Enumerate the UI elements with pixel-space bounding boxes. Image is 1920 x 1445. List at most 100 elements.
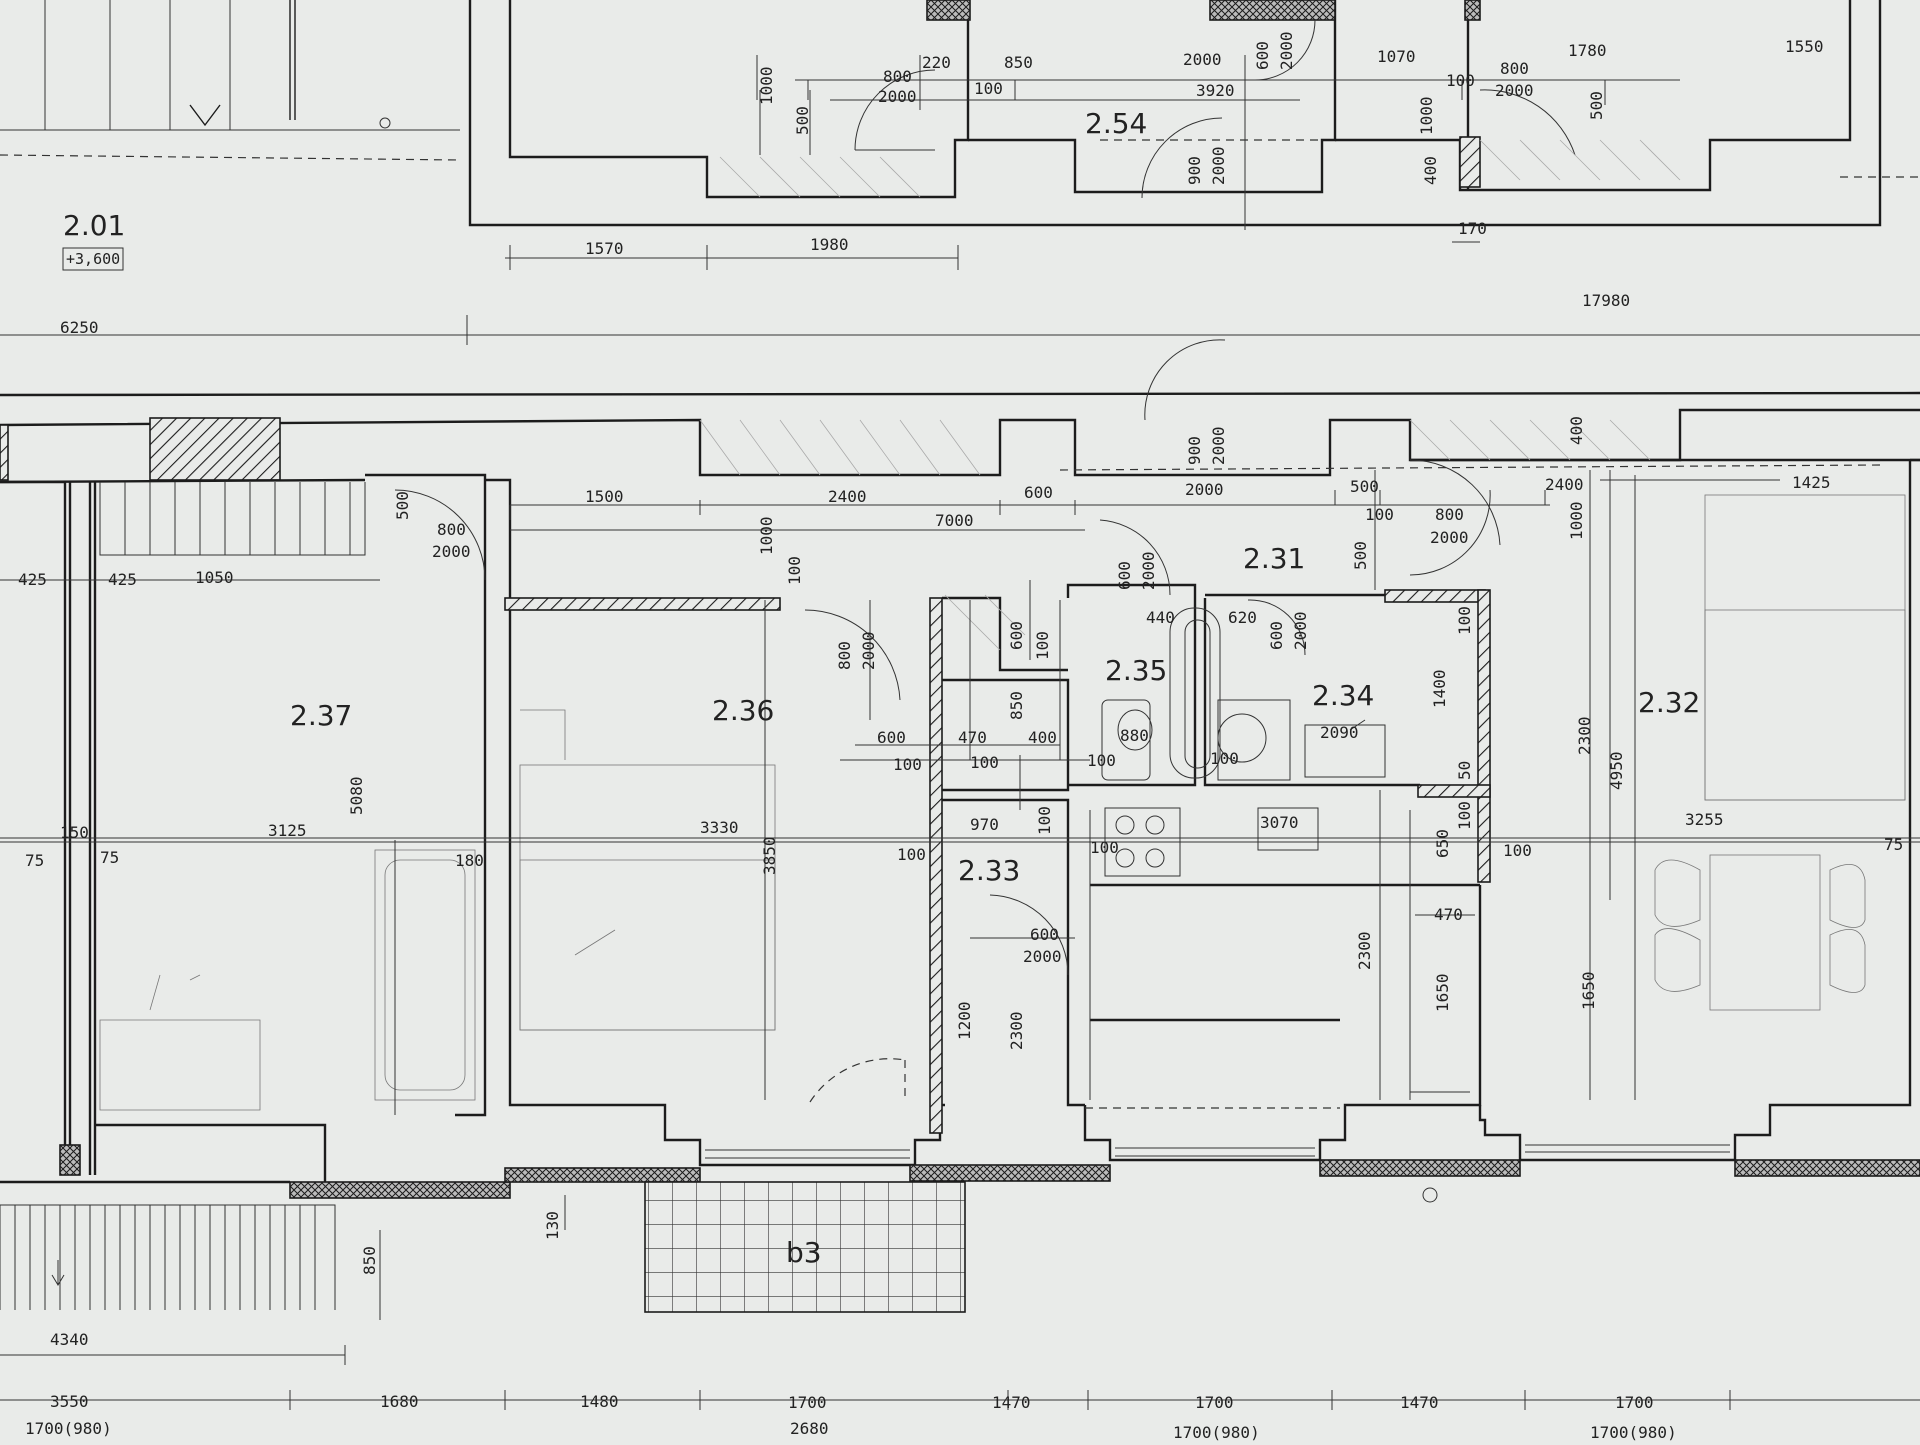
dim-label: 2000 xyxy=(1183,50,1222,69)
dim-label: 600 xyxy=(877,728,906,747)
dim-label: 800 xyxy=(883,67,912,86)
dim-label: 3125 xyxy=(268,821,307,840)
dim-label: 1200 xyxy=(955,1001,974,1040)
dim-label: 7000 xyxy=(935,511,974,530)
dim-label: 2000 xyxy=(1209,146,1228,185)
dim-label: 100 xyxy=(785,556,804,585)
dim-label: 100 xyxy=(1455,801,1474,830)
dim-label: 800 xyxy=(437,520,466,539)
dim-label: 1700(980) xyxy=(25,1419,112,1438)
dim-label: 425 xyxy=(18,570,47,589)
dim-label: 1425 xyxy=(1792,473,1831,492)
balcony-b3 xyxy=(644,1181,966,1313)
lower-dimension-lines xyxy=(0,470,1920,1410)
dim-label: 400 xyxy=(1421,156,1440,185)
dim-label: 100 xyxy=(1033,631,1052,660)
dim-label: 2000 xyxy=(1023,947,1062,966)
dim-label: 1000 xyxy=(1417,96,1436,135)
dim-label: 100 xyxy=(897,845,926,864)
dim-label: 150 xyxy=(60,823,89,842)
dim-label: 1000 xyxy=(757,516,776,555)
dim-label: 1500 xyxy=(585,487,624,506)
dim-label: 850 xyxy=(1004,53,1033,72)
dim-label: 2000 xyxy=(432,542,471,561)
dim-label: 75 xyxy=(100,848,119,867)
upper-apartment-walls xyxy=(0,0,1920,227)
dim-label: 800 xyxy=(835,641,854,670)
dim-label: 880 xyxy=(1120,726,1149,745)
dim-label: 2680 xyxy=(790,1419,829,1438)
dim-label: 850 xyxy=(1007,691,1026,720)
dim-label: 1070 xyxy=(1377,47,1416,66)
dim-label: 50 xyxy=(1455,761,1474,780)
dim-label: 1480 xyxy=(580,1392,619,1411)
room-label-2-36: 2.36 xyxy=(712,694,774,727)
dim-label: 3330 xyxy=(700,818,739,837)
dim-label: 1000 xyxy=(1567,501,1586,540)
dim-label: 3070 xyxy=(1260,813,1299,832)
dim-label: 2300 xyxy=(1355,931,1374,970)
upper-dimension-lines xyxy=(0,55,1920,345)
dim-label: 100 xyxy=(1087,751,1116,770)
dim-label: 6250 xyxy=(60,318,99,337)
room-label-2-35: 2.35 xyxy=(1105,654,1167,687)
room-label-2-01: 2.01 xyxy=(63,209,125,242)
dim-label: 17980 xyxy=(1582,291,1630,310)
dim-label: 1700(980) xyxy=(1173,1423,1260,1442)
dim-label: 75 xyxy=(1884,835,1903,854)
dim-label: 5080 xyxy=(347,776,366,815)
dim-label: 2300 xyxy=(1575,716,1594,755)
dim-label: 1470 xyxy=(992,1393,1031,1412)
room-label-2-31: 2.31 xyxy=(1243,542,1305,575)
dim-label: 1050 xyxy=(195,568,234,587)
dim-label: 100 xyxy=(1210,749,1239,768)
dim-label: 600 xyxy=(1024,483,1053,502)
dim-label: 850 xyxy=(360,1246,379,1275)
dim-label: 1680 xyxy=(380,1392,419,1411)
dim-label: 425 xyxy=(108,570,137,589)
dim-label: 2300 xyxy=(1007,1011,1026,1050)
dim-label: 1550 xyxy=(1785,37,1824,56)
dim-label: 100 xyxy=(1035,806,1054,835)
dim-label: 2000 xyxy=(1139,551,1158,590)
dim-label: 620 xyxy=(1228,608,1257,627)
dim-label: 3850 xyxy=(760,836,779,875)
dim-label: 2000 xyxy=(1277,31,1296,70)
dim-label: 600 xyxy=(1253,41,1272,70)
dim-label: 1400 xyxy=(1430,669,1449,708)
room-label-2-34: 2.34 xyxy=(1312,679,1374,712)
dim-label: 1700 xyxy=(1615,1393,1654,1412)
dim-label: 1000 xyxy=(757,66,776,105)
dim-label: 2000 xyxy=(1430,528,1469,547)
dim-label: 1980 xyxy=(810,235,849,254)
dim-label: 3550 xyxy=(50,1392,89,1411)
dim-label: 2000 xyxy=(1209,426,1228,465)
level-label: +3,600 xyxy=(66,250,120,268)
dim-label: 1570 xyxy=(585,239,624,258)
dim-label: 3255 xyxy=(1685,810,1724,829)
dim-label: 100 xyxy=(893,755,922,774)
dim-label: 130 xyxy=(543,1211,562,1240)
dim-label: 2000 xyxy=(859,631,878,670)
room-label-2-37: 2.37 xyxy=(290,699,352,732)
dim-label: 500 xyxy=(793,106,812,135)
dim-label: 2000 xyxy=(1291,611,1310,650)
dim-label: 1650 xyxy=(1579,971,1598,1010)
dim-label: 100 xyxy=(1455,606,1474,635)
dim-label: 1700(980) xyxy=(1590,1423,1677,1442)
dim-label: 2400 xyxy=(828,487,867,506)
dim-label: 100 xyxy=(1503,841,1532,860)
dim-label: 900 xyxy=(1185,436,1204,465)
dim-label: 2000 xyxy=(1495,81,1534,100)
dim-label: 2000 xyxy=(878,87,917,106)
dim-label: 2000 xyxy=(1185,480,1224,499)
dim-label: 100 xyxy=(970,753,999,772)
dim-label: 2400 xyxy=(1545,475,1584,494)
dim-label: 600 xyxy=(1007,621,1026,650)
dim-label: 470 xyxy=(958,728,987,747)
dim-label: 180 xyxy=(455,851,484,870)
dim-label: 2090 xyxy=(1320,723,1359,742)
dim-label: 170 xyxy=(1458,219,1487,238)
dim-label: 600 xyxy=(1030,925,1059,944)
